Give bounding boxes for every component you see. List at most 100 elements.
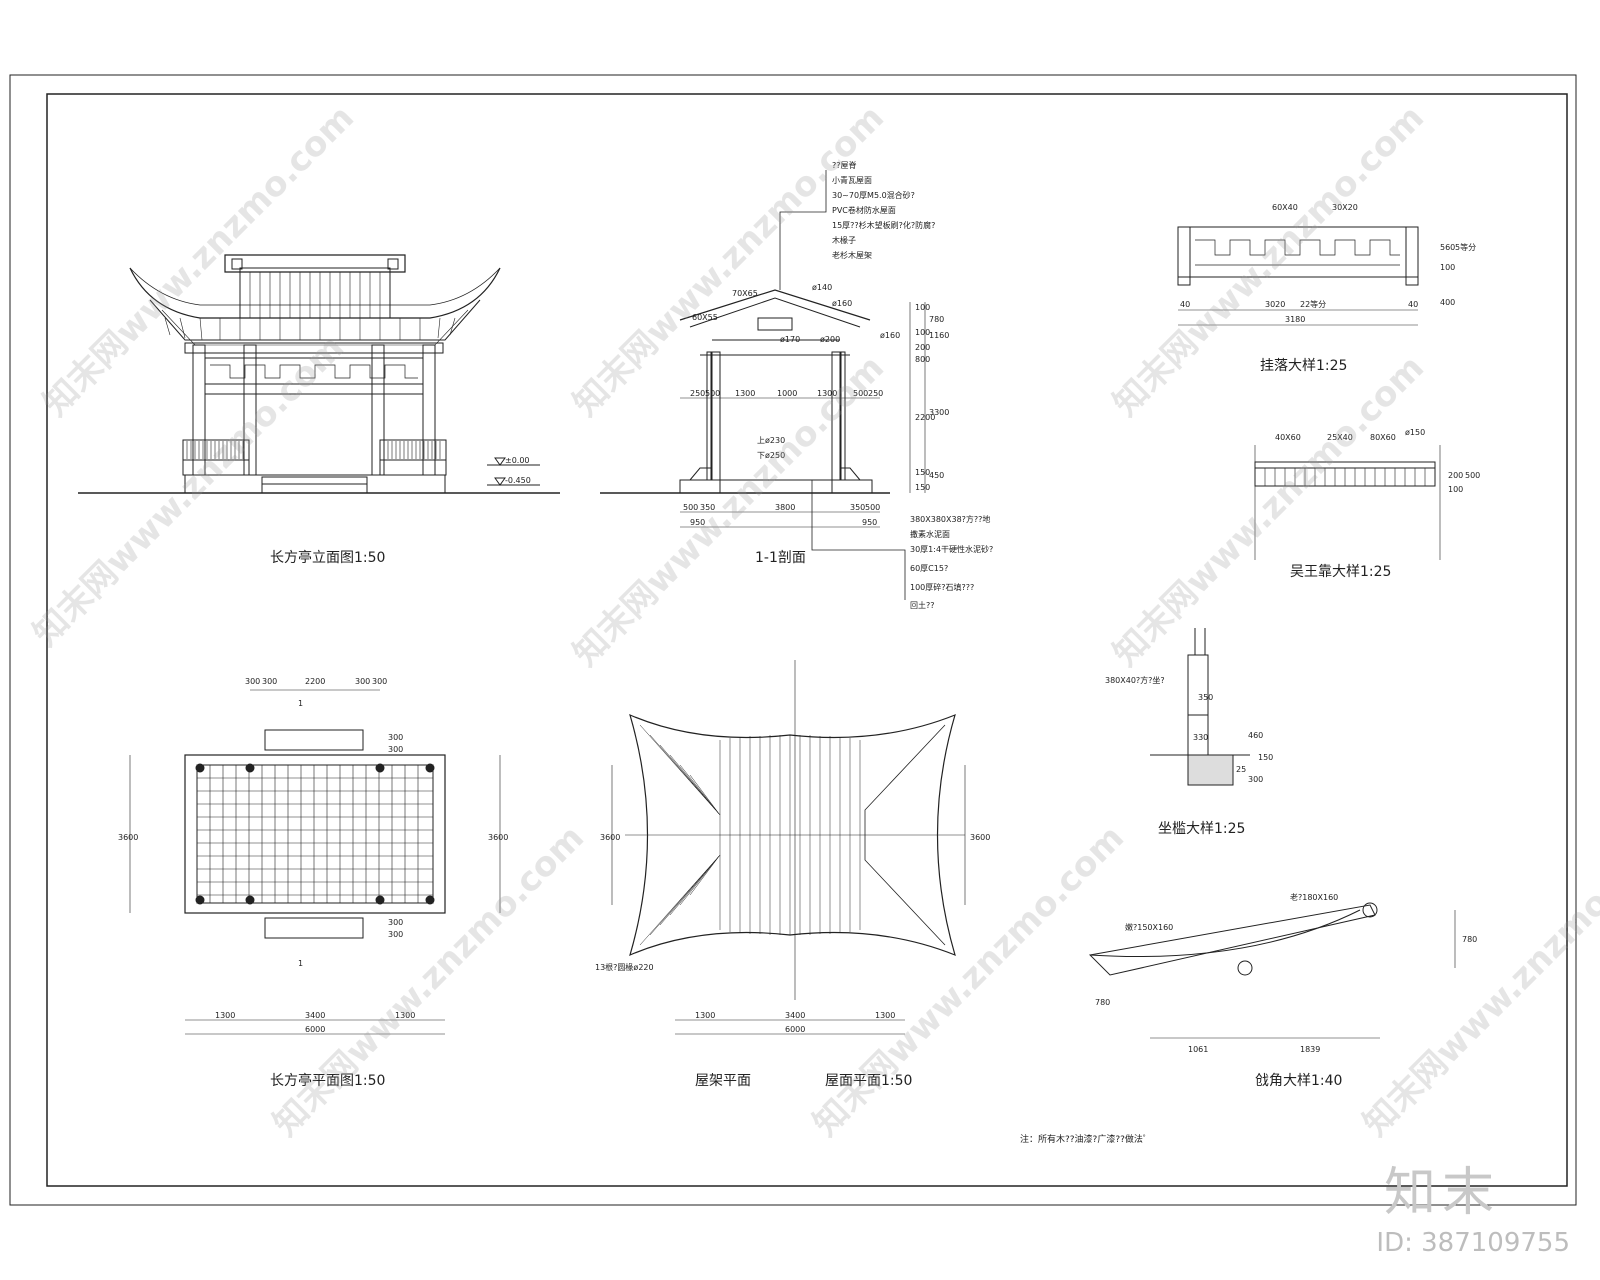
plan-dim: 300 <box>245 677 260 686</box>
title-zuojian: 坐槛大样1:25 <box>1158 821 1245 837</box>
floor-layer: 60厚C15? <box>910 564 948 573</box>
roof-layer: 老杉木屋架 <box>832 250 872 260</box>
title-plan: 长方亭平面图1:50 <box>270 1072 385 1089</box>
roof-label: 13根?圆椽ø220 <box>595 962 654 972</box>
gualuo-label: 400 <box>1440 298 1455 307</box>
section-dim-right: 1160 <box>929 331 949 340</box>
section-label: ø160 <box>832 299 852 308</box>
section-dim: 950 <box>690 518 705 527</box>
section-dim-right: 100 <box>915 328 930 337</box>
drawing-text: 长方亭立面图1:50 1-1剖面 挂落大样1:25 吴王靠大样1:25 坐槛大样… <box>118 160 1480 1145</box>
roof-dim: 1300 <box>875 1011 895 1020</box>
roof-layer: 30~70厚M5.0混合砂? <box>832 190 915 200</box>
elevation-drawing <box>78 254 560 494</box>
gualuo-dim: 40 <box>1408 300 1418 309</box>
wuwangkao-dim: 500 <box>1465 471 1480 480</box>
title-roof-plan: 屋面平面1:50 <box>825 1073 912 1089</box>
plan-dim-small: 300 <box>388 733 403 742</box>
gualuo-label: 560 <box>1440 243 1455 252</box>
title-roof-frame: 屋架平面 <box>695 1073 751 1089</box>
section-dim-right: 780 <box>929 315 944 324</box>
section-label: 下ø250 <box>757 451 785 460</box>
wuwangkao-detail <box>1254 445 1441 560</box>
section-label: ø160 <box>880 331 900 340</box>
section-dim: 3800 <box>775 503 795 512</box>
section-dim: 1000 <box>777 389 797 398</box>
title-wuwangkao: 吴王靠大样1:25 <box>1290 564 1391 580</box>
section-label: ø140 <box>812 283 832 292</box>
wuwangkao-dim: 100 <box>1448 485 1463 494</box>
roof-plan-drawing <box>611 660 966 1035</box>
plan-dim-side: 3600 <box>118 833 138 842</box>
floor-layer: 30厚1:4干硬性水泥砂? <box>910 544 993 554</box>
plan-dim: 1300 <box>395 1011 415 1020</box>
section-label: ø200 <box>820 335 840 344</box>
zuojian-label: 460 <box>1248 731 1263 740</box>
wuwangkao-label: ø150 <box>1405 428 1425 437</box>
title-qiangjiao: 戗角大样1:40 <box>1255 1073 1342 1089</box>
plan-dim-total: 6000 <box>305 1025 325 1034</box>
qiangjiao-label: 780 <box>1095 998 1110 1007</box>
zuojian-label: 300 <box>1248 775 1263 784</box>
section-dim: 500 <box>705 389 720 398</box>
section-dim: 500 <box>683 503 698 512</box>
roof-layer: 15厚??杉木望板刷?化?防腐? <box>832 220 935 230</box>
gualuo-label: 100 <box>1440 263 1455 272</box>
plan-dim: 2200 <box>305 677 325 686</box>
section-dim: 350 <box>700 503 715 512</box>
title-elevation: 长方亭立面图1:50 <box>270 549 385 566</box>
roof-layer: PVC卷材防水屋面 <box>832 205 896 215</box>
zuojian-label: 330 <box>1193 733 1208 742</box>
roof-dim-side: 3600 <box>970 833 990 842</box>
plan-dim: 300 <box>355 677 370 686</box>
section-dim: 1300 <box>735 389 755 398</box>
section-dim: 1300 <box>817 389 837 398</box>
roof-dim-total: 6000 <box>785 1025 805 1034</box>
roof-dim-side: 3600 <box>600 833 620 842</box>
section-dim-right: 2200 <box>915 413 935 422</box>
floor-layer: 100厚碎?石填??? <box>910 582 974 592</box>
qiangjiao-detail <box>1088 902 1456 1039</box>
plan-dim-small: 300 <box>388 930 403 939</box>
plan-dim: 300 <box>262 677 277 686</box>
qiangjiao-label: 嫩?150X160 <box>1125 922 1173 932</box>
section-dim-right: 150 <box>915 483 930 492</box>
section-dim-right: 450 <box>929 471 944 480</box>
zuojian-label: 380X40?方?坐? <box>1105 675 1165 685</box>
gualuo-dim: 3020 <box>1265 300 1285 309</box>
floor-layer: 回土?? <box>910 600 935 610</box>
plan-dim-small: 300 <box>388 745 403 754</box>
section-label: 上ø230 <box>757 436 785 445</box>
section-dim-right: 800 <box>915 355 930 364</box>
gualuo-label: 30X20 <box>1332 203 1358 212</box>
roof-layer: 小青瓦屋面 <box>832 175 872 185</box>
level-top: ±0.00 <box>505 456 530 465</box>
inner-frame <box>46 93 1568 1187</box>
wuwangkao-dim: 200 <box>1448 471 1463 480</box>
gualuo-label: 60X40 <box>1272 203 1298 212</box>
section-dim: 350 <box>850 503 865 512</box>
qiangjiao-dim: 1061 <box>1188 1045 1208 1054</box>
zuojian-label: 25 <box>1236 765 1246 774</box>
section-label: 70X65 <box>732 289 758 298</box>
outer-frame <box>9 74 1577 1206</box>
section-mark: 1 <box>298 699 303 708</box>
plan-dim: 300 <box>372 677 387 686</box>
section-dim: 500 <box>865 503 880 512</box>
section-mark: 1 <box>298 959 303 968</box>
floor-layer: 380X380X38?方??地 <box>910 514 990 524</box>
image-id: ID: 387109755 <box>1376 1228 1570 1258</box>
section-dim-right: 3300 <box>929 408 949 417</box>
roof-layer: 木椽子 <box>832 235 856 245</box>
level-bottom: -0.450 <box>505 476 531 485</box>
section-label: ø170 <box>780 335 800 344</box>
wuwangkao-label: 25X40 <box>1327 433 1353 442</box>
title-section: 1-1剖面 <box>755 550 806 566</box>
section-dim: 250 <box>690 389 705 398</box>
plan-drawing <box>129 689 501 1035</box>
section-dim-right: 100 <box>915 303 930 312</box>
roof-layer: ??屋脊 <box>832 160 857 170</box>
roof-dim: 1300 <box>695 1011 715 1020</box>
qiangjiao-label: 老?180X160 <box>1290 892 1338 902</box>
gualuo-dim: 22等分 <box>1300 299 1326 309</box>
